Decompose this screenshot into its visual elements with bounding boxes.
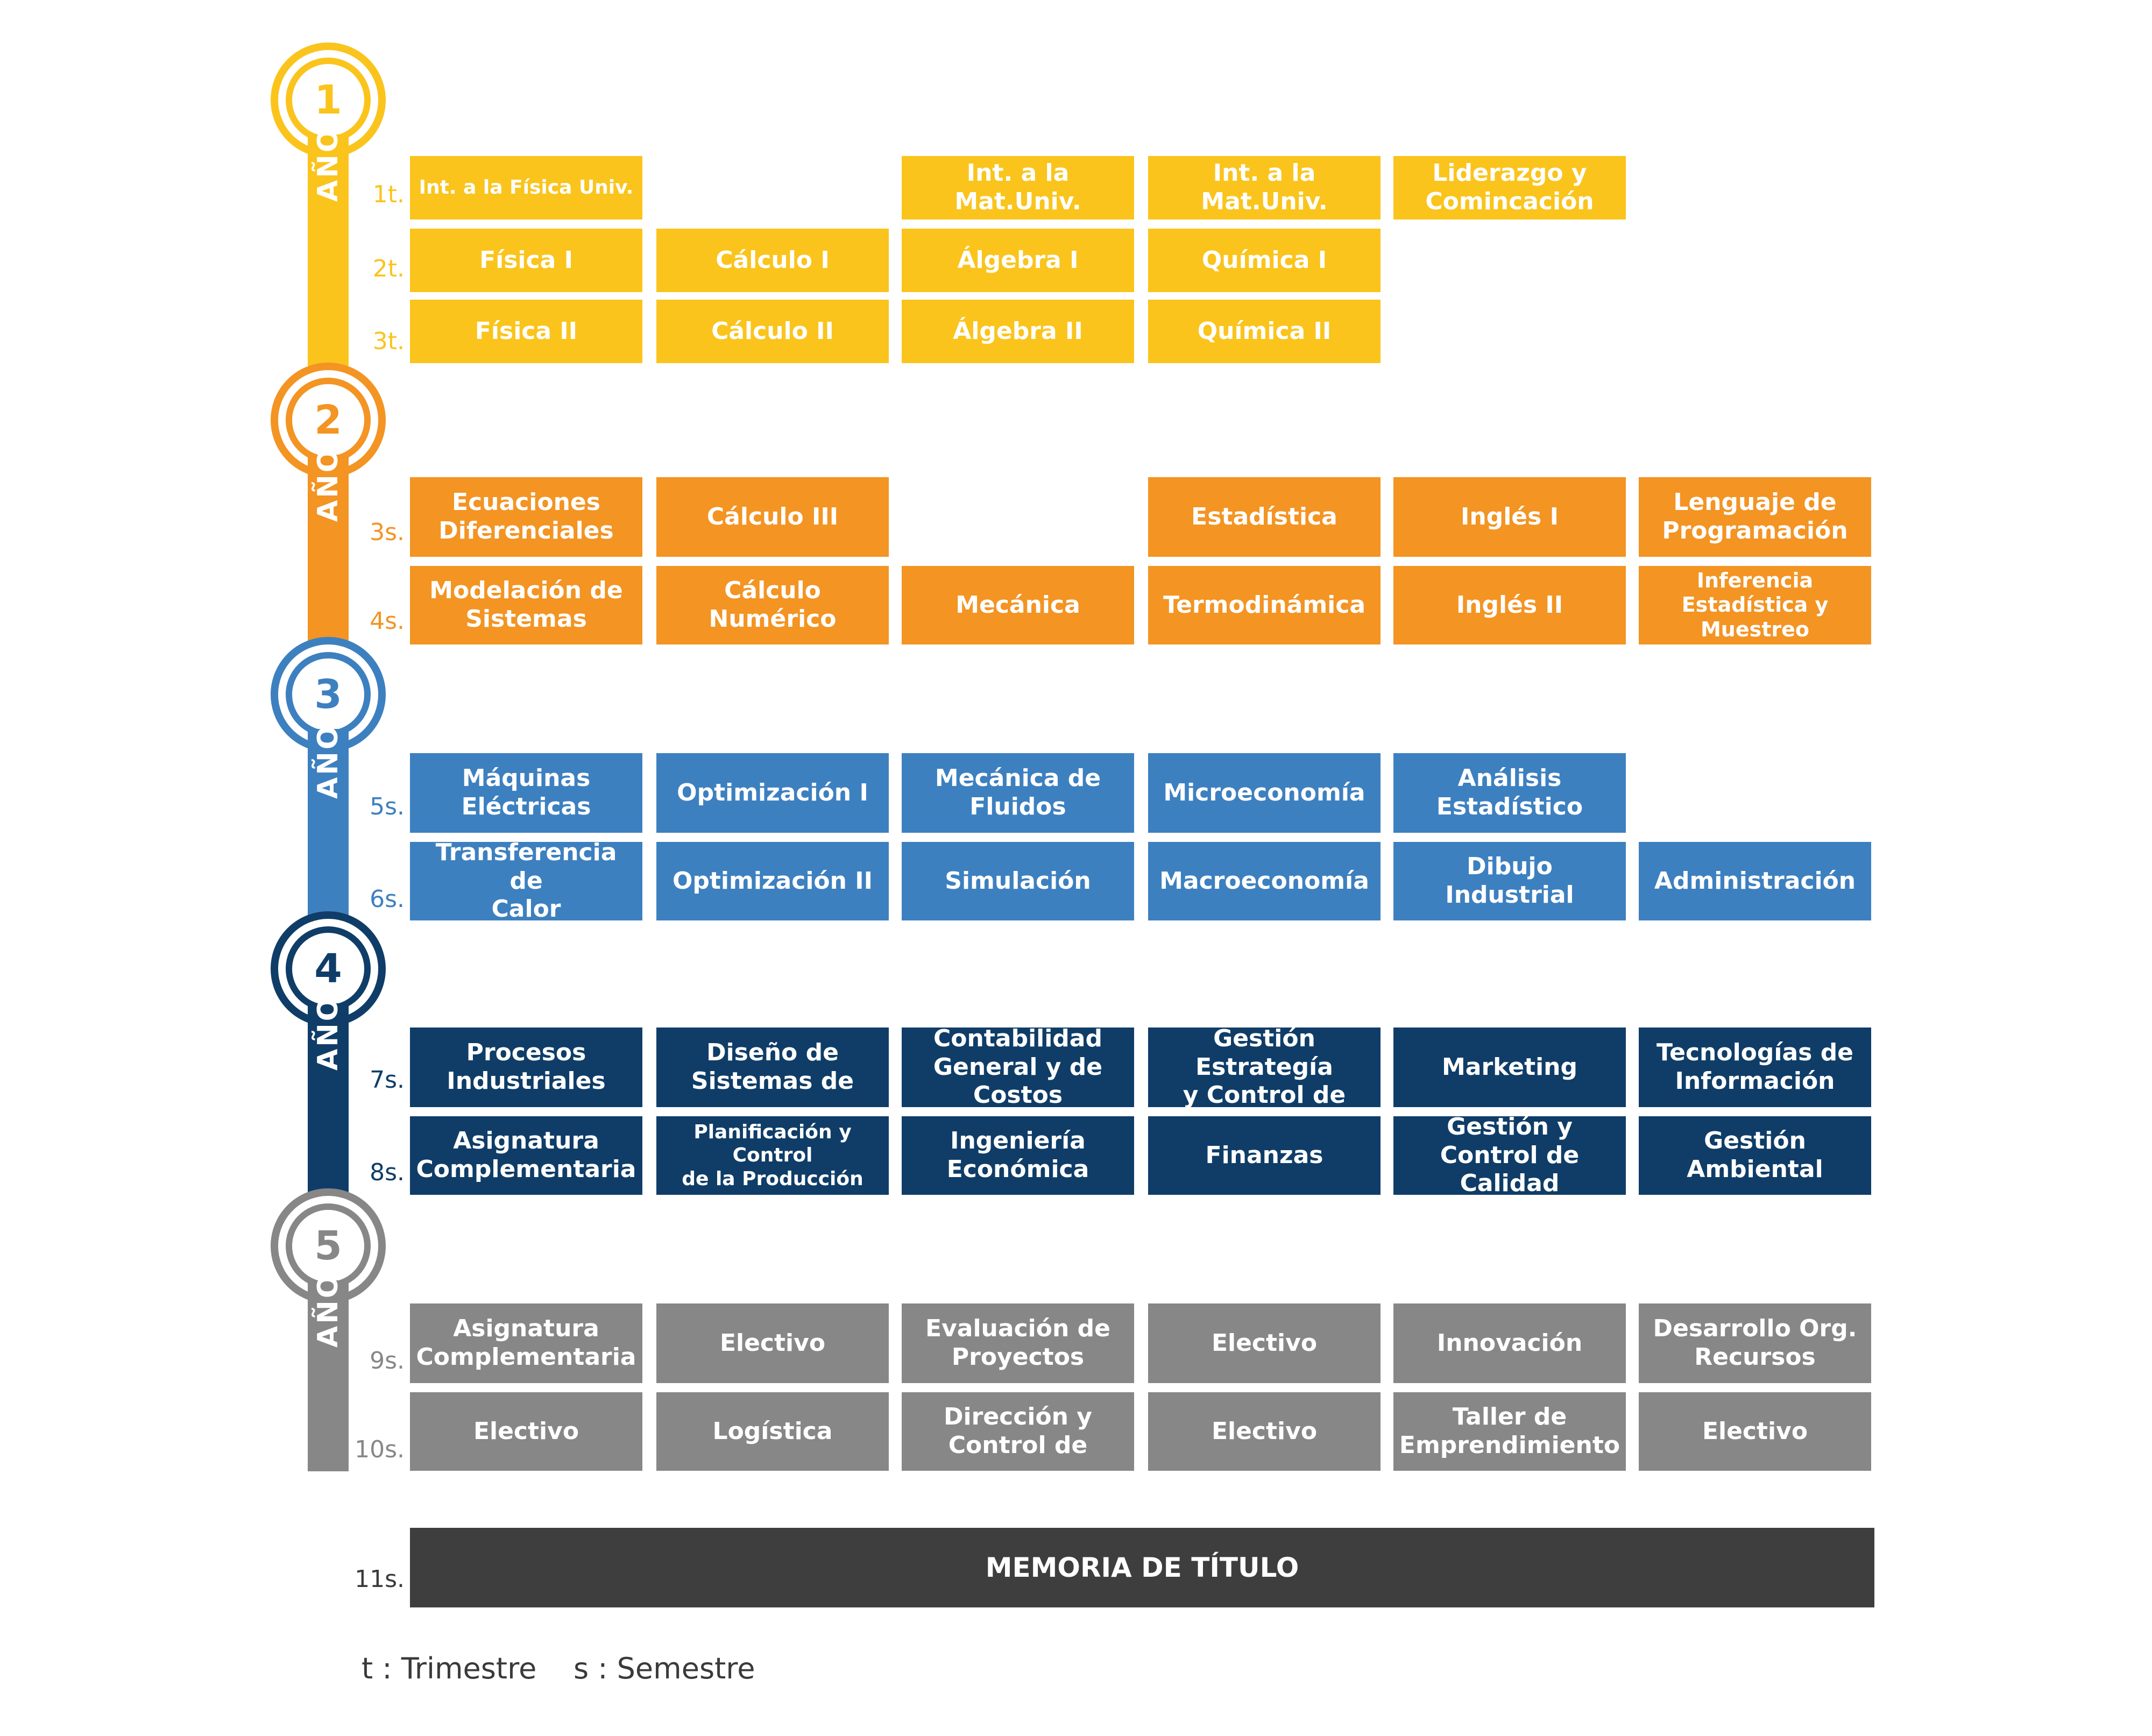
course-box: Cálculo III (656, 477, 889, 557)
year-4-ano-label: AÑO (312, 995, 344, 1071)
course-box: Transferencia de Calor (410, 842, 642, 920)
period-label-2t: 2t. (372, 255, 405, 282)
course-box: Gestión y Control de Calidad (1393, 1116, 1626, 1195)
course-box: Int. a la Física Univ. (410, 156, 642, 219)
course-box: Física II (410, 300, 642, 363)
period-label-6s: 6s. (370, 885, 405, 913)
year-5-bar-cap (308, 1280, 349, 1313)
course-box: Cálculo I (656, 229, 889, 292)
course-box: Administración (1639, 842, 1871, 920)
course-box: Macroeconomía (1148, 842, 1381, 920)
course-box: Liderazgo y Comincación (1393, 156, 1626, 219)
course-box: Lenguaje de Programación (1639, 477, 1871, 557)
period-label-10s: 10s. (355, 1436, 405, 1463)
course-box: Simulación (902, 842, 1134, 920)
year-2-number: 2 (314, 397, 342, 443)
year-4-bar-cap (308, 1003, 349, 1036)
course-box: Electivo (1148, 1303, 1381, 1383)
year-3-number: 3 (314, 671, 342, 718)
course-box: Finanzas (1148, 1116, 1381, 1195)
course-box: Microeconomía (1148, 753, 1381, 833)
course-box: Procesos Industriales (410, 1028, 642, 1107)
course-box: Mecánica de Fluidos (902, 753, 1134, 833)
course-box: Inferencia Estadística y Muestreo (1639, 566, 1871, 644)
period-label-7s: 7s. (370, 1066, 405, 1094)
course-box: Dirección y Control de (902, 1392, 1134, 1471)
year-4-number: 4 (314, 946, 342, 992)
course-box: Evaluación de Proyectos (902, 1303, 1134, 1383)
course-box: Logística (656, 1392, 889, 1471)
final-project-box: MEMORIA DE TÍTULO (410, 1528, 1874, 1607)
year-1-ano-label: AÑO (312, 126, 344, 202)
period-label-3s: 3s. (370, 519, 405, 546)
course-box: Álgebra I (902, 229, 1134, 292)
course-box: Electivo (656, 1303, 889, 1383)
course-box: Diseño de Sistemas de (656, 1028, 889, 1107)
course-box: Inglés II (1393, 566, 1626, 644)
course-box: Int. a la Mat.Univ. (1148, 156, 1381, 219)
course-box: Química I (1148, 229, 1381, 292)
year-2-ano-label: AÑO (312, 447, 344, 522)
course-box: Innovación (1393, 1303, 1626, 1383)
course-box: Inglés I (1393, 477, 1626, 557)
course-box: Álgebra II (902, 300, 1134, 363)
year-3-ano-label: AÑO (312, 724, 344, 799)
period-label-5s: 5s. (370, 793, 405, 820)
period-label-8s: 8s. (370, 1159, 405, 1186)
course-box: Modelación de Sistemas (410, 566, 642, 644)
period-label-9s: 9s. (370, 1347, 405, 1374)
course-box: Electivo (410, 1392, 642, 1471)
year-3-bar-cap (308, 729, 349, 761)
course-box: Tecnologías de Información (1639, 1028, 1871, 1107)
course-box: Química II (1148, 300, 1381, 363)
period-label-1t: 1t. (372, 181, 405, 208)
course-box: Análisis Estadístico (1393, 753, 1626, 833)
course-box: Física I (410, 229, 642, 292)
course-box: Máquinas Eléctricas (410, 753, 642, 833)
course-box: Cálculo Numérico (656, 566, 889, 644)
course-box: Optimización II (656, 842, 889, 920)
course-box: Marketing (1393, 1028, 1626, 1107)
course-box: Asignatura Complementaria (410, 1116, 642, 1195)
course-box: Ecuaciones Diferenciales (410, 477, 642, 557)
course-box: Electivo (1148, 1392, 1381, 1471)
course-box: Contabilidad General y de Costos (902, 1028, 1134, 1107)
year-1-number: 1 (314, 77, 342, 123)
year-1-bar-cap (308, 134, 349, 167)
course-box: Taller de Emprendimiento (1393, 1392, 1626, 1471)
course-box: Gestión Estrategía y Control de (1148, 1028, 1381, 1107)
period-label-11s: 11s. (355, 1565, 405, 1593)
course-box: Electivo (1639, 1392, 1871, 1471)
course-box: Asignatura Complementaria (410, 1303, 642, 1383)
legend: t : Trimestre s : Semestre (362, 1652, 755, 1685)
course-box: Dibujo Industrial (1393, 842, 1626, 920)
period-label-3t: 3t. (372, 328, 405, 355)
course-box: Int. a la Mat.Univ. (902, 156, 1134, 219)
period-label-4s: 4s. (370, 607, 405, 635)
year-2-bar-cap (308, 455, 349, 487)
course-box: Planificación y Control de la Producción (656, 1116, 889, 1195)
course-box: Optimización I (656, 753, 889, 833)
course-box: Estadística (1148, 477, 1381, 557)
course-box: Gestión Ambiental (1639, 1116, 1871, 1195)
course-box: Mecánica (902, 566, 1134, 644)
course-box: Ingeniería Económica (902, 1116, 1134, 1195)
course-box: Desarrollo Org. Recursos (1639, 1303, 1871, 1383)
course-box: Termodinámica (1148, 566, 1381, 644)
year-5-number: 5 (314, 1223, 342, 1269)
course-box: Cálculo II (656, 300, 889, 363)
year-5-ano-label: AÑO (312, 1272, 344, 1348)
